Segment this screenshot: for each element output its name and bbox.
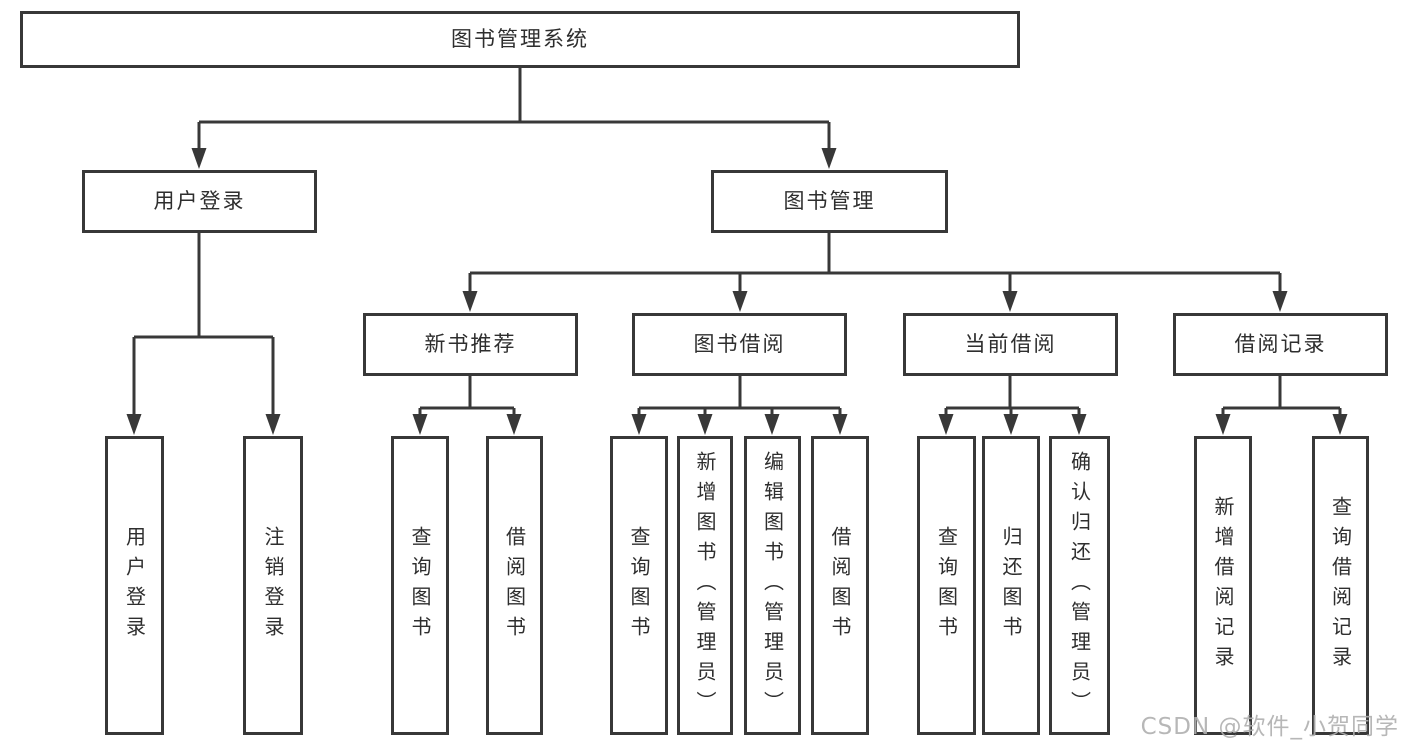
- node-borrow-records: 借阅记录: [1173, 313, 1388, 376]
- node-current-borrow: 当前借阅: [903, 313, 1118, 376]
- leaf-user-login: 用户登录: [105, 436, 164, 735]
- node-root: 图书管理系统: [20, 11, 1020, 68]
- csdn-watermark: CSDN @软件_小贺同学: [1140, 714, 1399, 740]
- leaf-current-confirm-return-admin: 确认归还（管理员）: [1049, 436, 1110, 735]
- leaf-recommend-borrow-books: 借阅图书: [486, 436, 543, 735]
- leaf-current-return-books: 归还图书: [982, 436, 1040, 735]
- leaf-current-query-books: 查询图书: [917, 436, 976, 735]
- leaf-borrow-add-books-admin: 新增图书（管理员）: [677, 436, 733, 735]
- leaf-records-add-record: 新增借阅记录: [1194, 436, 1252, 735]
- node-new-book-recommend: 新书推荐: [363, 313, 578, 376]
- leaf-recommend-query-books: 查询图书: [391, 436, 449, 735]
- arrowhead-icons: [126, 148, 1348, 435]
- node-book-management: 图书管理: [711, 170, 948, 233]
- leaf-borrow-query-books: 查询图书: [610, 436, 668, 735]
- leaf-logout: 注销登录: [243, 436, 303, 735]
- leaf-borrow-borrow-books: 借阅图书: [811, 436, 869, 735]
- leaf-records-query-record: 查询借阅记录: [1312, 436, 1369, 735]
- node-user-login: 用户登录: [82, 170, 317, 233]
- node-book-borrow: 图书借阅: [632, 313, 847, 376]
- leaf-borrow-edit-books-admin: 编辑图书（管理员）: [744, 436, 801, 735]
